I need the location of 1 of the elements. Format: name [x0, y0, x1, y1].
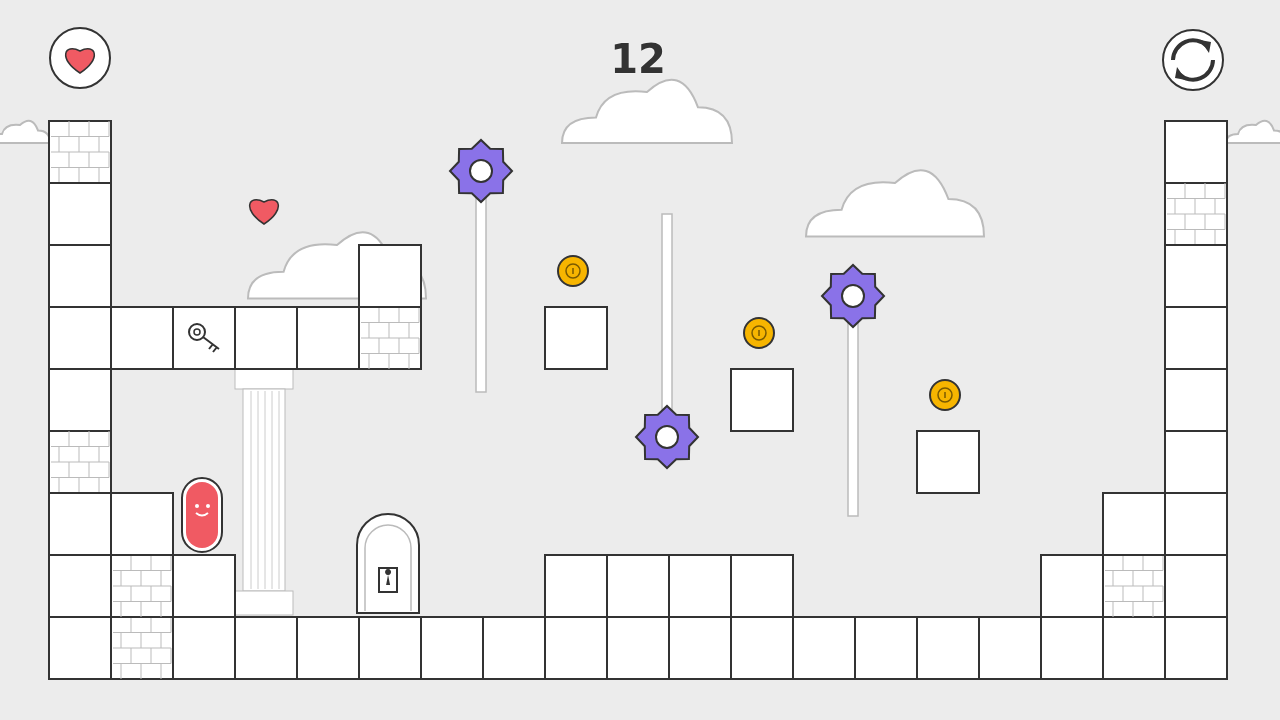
score-counter: 12	[609, 36, 667, 82]
